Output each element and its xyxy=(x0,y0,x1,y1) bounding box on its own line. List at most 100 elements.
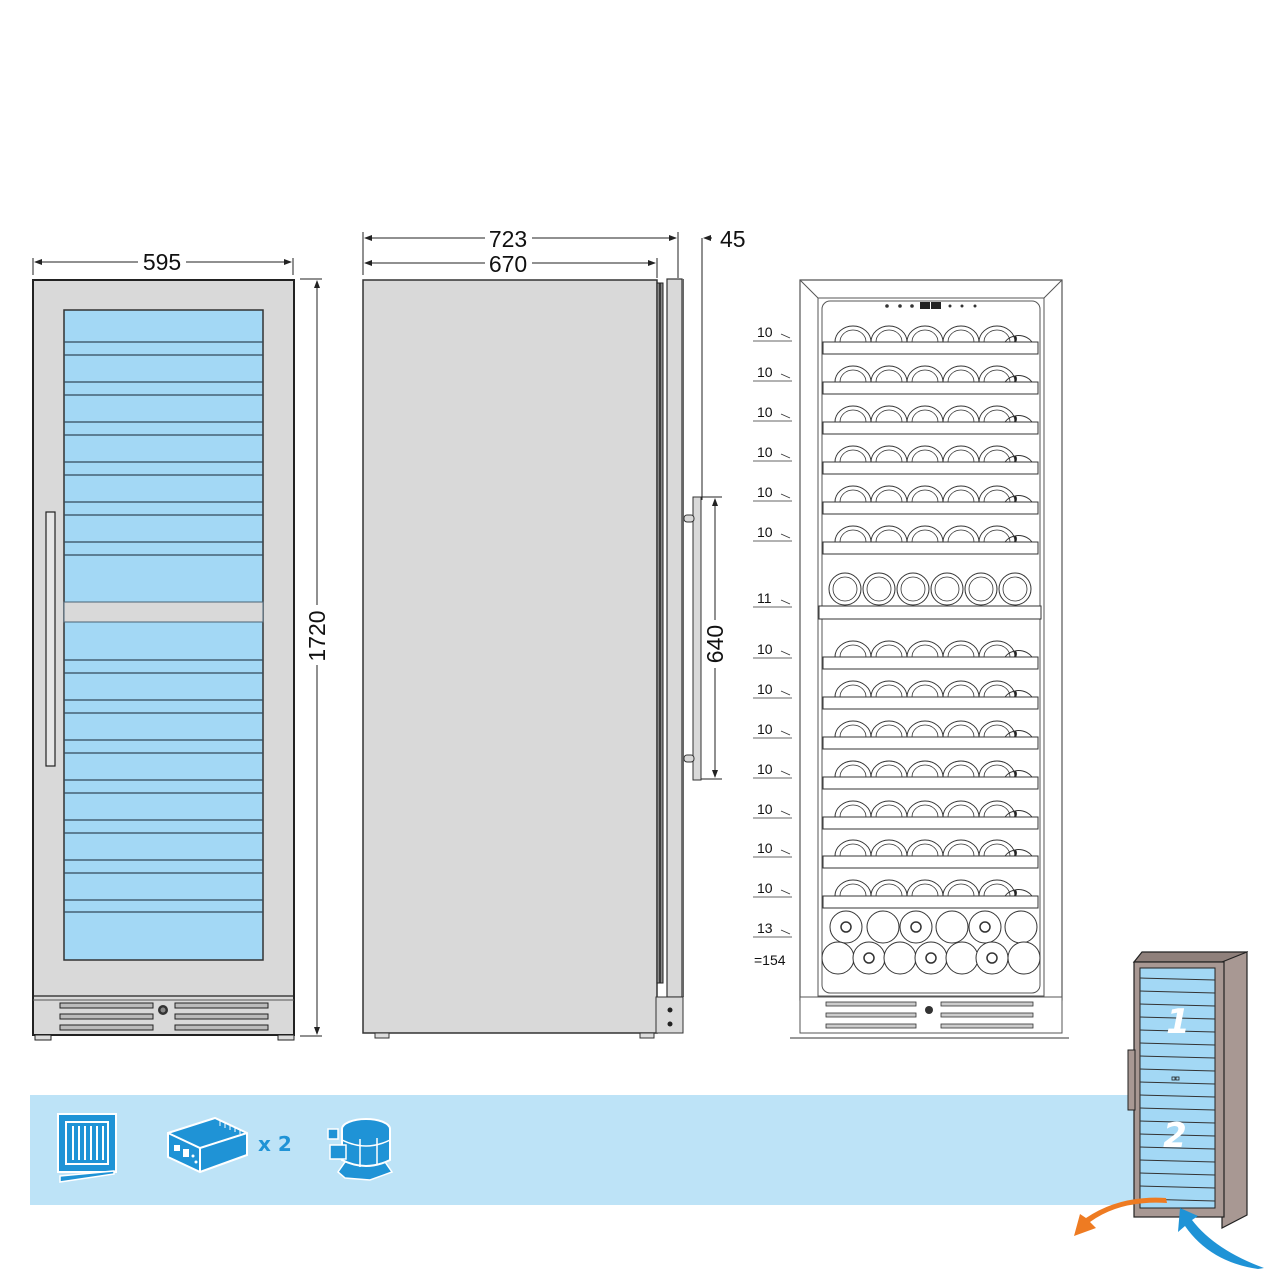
bottle xyxy=(870,760,908,778)
shelf-rail xyxy=(822,895,1039,909)
interior-shelf xyxy=(822,680,1039,710)
interior-shelf xyxy=(822,525,1039,555)
bottle xyxy=(834,760,872,778)
shelf-capacity-label: 13 xyxy=(757,920,773,936)
interior-shelf xyxy=(821,910,1041,975)
bottle xyxy=(870,720,908,738)
bottle xyxy=(834,485,872,503)
bottle xyxy=(942,445,980,463)
bottle xyxy=(870,485,908,503)
bottle xyxy=(834,525,872,543)
bottle xyxy=(942,760,980,778)
shelf-rail xyxy=(822,421,1039,435)
bottle xyxy=(870,325,908,343)
interior-shelf xyxy=(822,325,1039,355)
bottle xyxy=(935,910,969,944)
door-handle xyxy=(45,511,56,767)
bottle xyxy=(870,445,908,463)
depth-with-door-label: 723 xyxy=(489,226,527,252)
shelf-rail xyxy=(822,501,1039,515)
bottle xyxy=(906,800,944,818)
dual-zone-cabinet-illustration: 1 2 xyxy=(1074,951,1264,1269)
zone-2-label: 2 xyxy=(1163,1116,1187,1156)
shelf-capacity-label: 10 xyxy=(757,444,773,460)
bottle xyxy=(870,640,908,658)
front-vent-grille xyxy=(59,1002,269,1031)
front-view: 595 1720 xyxy=(32,249,330,1041)
bottle xyxy=(906,640,944,658)
interior-shelf xyxy=(822,760,1039,790)
bottle xyxy=(834,640,872,658)
interior-vent-grille xyxy=(825,1001,1034,1029)
zone-shelf-line xyxy=(1139,1159,1216,1163)
zone-shelf-line xyxy=(1139,1042,1216,1046)
zone-shelf-line xyxy=(1139,1081,1216,1085)
zone-shelf-line xyxy=(1139,1068,1216,1072)
zone-shelf-line xyxy=(1139,1055,1216,1059)
handle-length-label: 640 xyxy=(702,625,728,663)
shelf-capacity-label: 10 xyxy=(757,801,773,817)
shelf-rail xyxy=(822,656,1039,670)
shelf-capacity-label: 10 xyxy=(757,641,773,657)
bottle xyxy=(896,572,930,606)
bottle xyxy=(906,525,944,543)
interior-shelf xyxy=(822,640,1039,670)
bottle xyxy=(906,365,944,383)
shelf-rail xyxy=(822,736,1039,750)
shelf-capacity-label: 10 xyxy=(757,721,773,737)
bottle xyxy=(870,365,908,383)
thermostat-controller-icon xyxy=(167,1116,248,1174)
shelf-rail xyxy=(822,855,1039,869)
shelf-capacity-label: 10 xyxy=(757,364,773,380)
zone-shelf-line xyxy=(1139,990,1216,994)
bottle xyxy=(870,879,908,897)
bottle xyxy=(1007,941,1041,975)
interior-shelf xyxy=(822,405,1039,435)
front-shelf-lines xyxy=(64,341,263,913)
bottle xyxy=(834,405,872,423)
zone-shelf-line xyxy=(1139,1003,1216,1007)
interior-shelf xyxy=(818,572,1042,620)
bottle xyxy=(998,572,1032,606)
interior-shelf xyxy=(822,445,1039,475)
bottle xyxy=(942,680,980,698)
bottle xyxy=(870,839,908,857)
shelf-capacity-label: 10 xyxy=(757,404,773,420)
control-panel xyxy=(885,302,977,309)
bottle xyxy=(942,325,980,343)
bottle xyxy=(942,839,980,857)
door-profile xyxy=(666,278,683,998)
compressor-icon xyxy=(327,1118,394,1181)
zone-shelf-line xyxy=(1139,1016,1216,1020)
cabinet-side-body xyxy=(362,279,658,1034)
total-bottles-label: =154 xyxy=(754,952,786,968)
bottle xyxy=(942,879,980,897)
interior-shelf xyxy=(822,365,1039,395)
door-glass xyxy=(63,309,264,961)
handle-offset-label: 45 xyxy=(720,226,746,252)
bottle xyxy=(834,800,872,818)
interior-shelf xyxy=(822,879,1039,909)
bottle xyxy=(828,572,862,606)
zone-shelf-line xyxy=(1139,977,1216,981)
bottle xyxy=(834,365,872,383)
bottle xyxy=(834,680,872,698)
bottle xyxy=(834,325,872,343)
shelf-rail xyxy=(822,776,1039,790)
shelf-capacity-label: 10 xyxy=(757,761,773,777)
bottle xyxy=(834,720,872,738)
shelf-rail xyxy=(822,541,1039,555)
cool-air-intake-arrow xyxy=(1178,1208,1264,1269)
shelf-capacity-label: 10 xyxy=(757,524,773,540)
zone-shelf-line xyxy=(1139,1029,1216,1033)
bottle xyxy=(906,445,944,463)
bottle xyxy=(834,879,872,897)
bottle xyxy=(866,910,900,944)
bottle xyxy=(1004,910,1038,944)
shelf-rail xyxy=(818,605,1042,620)
zone-shelf-line xyxy=(1139,1172,1216,1176)
bottle xyxy=(906,680,944,698)
shelf-capacity-label: 11 xyxy=(757,590,772,606)
